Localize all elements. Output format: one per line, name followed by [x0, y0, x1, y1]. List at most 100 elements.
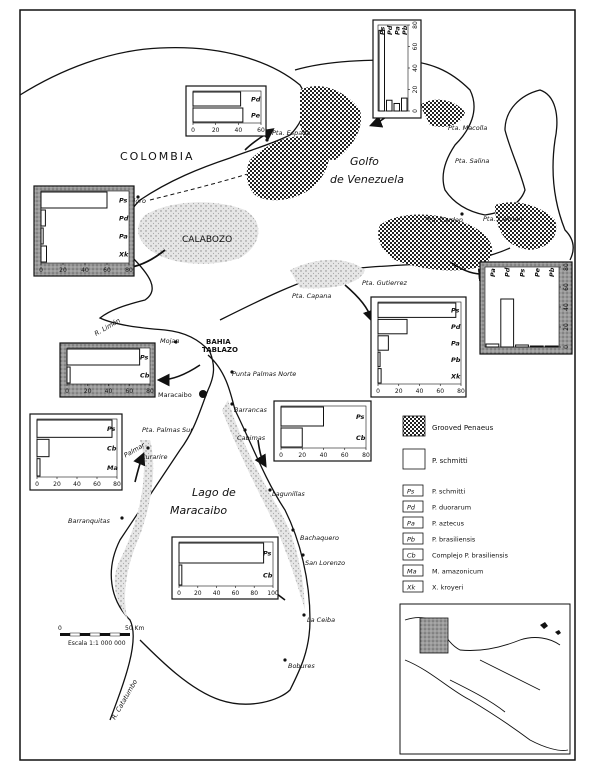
x-tick-label: 20	[212, 127, 220, 134]
legend-species-name: P. brasiliensis	[432, 536, 476, 544]
bar-Pd	[377, 318, 408, 335]
bar-Cb	[178, 564, 183, 586]
map-frame	[19, 9, 576, 761]
place-bobures: Bobures	[288, 662, 315, 670]
schmitti-area-lake-east	[222, 400, 305, 610]
x-tick-label: 60	[341, 452, 349, 459]
bar-Pd	[386, 99, 393, 112]
category-label: Pe	[251, 112, 261, 120]
category-label: Ps	[451, 307, 460, 315]
label-calabozo: CALABOZO	[182, 235, 232, 245]
legend-code: Pb	[407, 536, 415, 544]
category-label: Xk	[450, 372, 461, 380]
category-label: Cb	[107, 445, 117, 453]
place-san-lorenzo: San Lorenzo	[305, 559, 345, 567]
bar-Ma	[36, 458, 41, 477]
category-label: Ma	[107, 464, 118, 472]
grooved-area-caiman	[495, 202, 557, 250]
category-label: Pe	[533, 267, 541, 277]
arrow-palmas-sur	[133, 452, 146, 483]
category-label: Pa	[451, 340, 460, 348]
x-tick-label: 20	[194, 590, 202, 597]
label-tablazo: TABLAZO	[202, 346, 238, 354]
grooved-area-north	[420, 99, 465, 127]
place-dot	[243, 428, 247, 432]
category-label: Cb	[263, 572, 273, 580]
arrow-cabimas	[254, 439, 267, 468]
x-tick-label: 40	[235, 127, 243, 134]
place-pta-caiman: Pta. Caiman	[483, 215, 522, 223]
x-tick-label: 40	[105, 388, 113, 395]
x-tick-label: 40	[81, 267, 89, 274]
category-label: Pa	[489, 268, 497, 277]
x-tick-label: 60	[232, 590, 240, 597]
x-tick-label: 60	[412, 43, 419, 51]
bar-Pb	[401, 97, 408, 112]
legend-code-box	[402, 516, 424, 529]
place-dot	[174, 340, 178, 344]
label-maracaibo: Maracaibo	[170, 504, 227, 517]
legend-schmitti-label: P. schmitti	[432, 457, 468, 465]
legend-code-box	[402, 564, 424, 577]
x-tick-label: 80	[113, 481, 121, 488]
category-label: Pb	[548, 267, 556, 277]
legend-code-box	[402, 580, 424, 593]
place-dot	[230, 370, 234, 374]
place-dot	[120, 516, 124, 520]
legend-code-box	[402, 532, 424, 545]
legend-species-name: M. amazonicum	[432, 568, 483, 576]
x-tick-label: 0	[563, 345, 570, 349]
scale-fifty: 50 Km	[125, 625, 144, 632]
category-label: Ps	[119, 197, 128, 205]
bar-Ps	[178, 542, 265, 564]
place-lagunillas: Lagunillas	[272, 490, 305, 498]
x-tick-label: 60	[257, 127, 265, 134]
place-cabimas: Cabimas	[237, 434, 266, 442]
place-dot	[230, 402, 234, 406]
x-tick-label: 40	[320, 452, 328, 459]
bar-Xk	[40, 245, 47, 263]
scale-text: Escala 1:1 000 000	[68, 640, 126, 647]
category-label: Ps	[140, 354, 149, 362]
legend-schmitti-swatch	[402, 448, 426, 470]
bar-Cb	[36, 438, 50, 458]
scale-bar: 0 50 Km Escala 1:1 000 000	[58, 625, 144, 647]
inset-map	[399, 603, 571, 755]
legend-code: Ma	[407, 568, 417, 576]
label-bahia: BAHIA	[206, 338, 231, 346]
place-dot	[268, 488, 272, 492]
x-tick-label: 60	[563, 283, 570, 291]
place-dot	[283, 658, 287, 662]
category-label: Pd	[386, 25, 394, 35]
place-dot	[291, 528, 295, 532]
category-label: Pd	[504, 267, 512, 277]
legend-code: Pa	[407, 520, 415, 528]
category-label: Ps	[519, 268, 527, 277]
place-dot	[146, 446, 150, 450]
x-tick-label: 0	[65, 388, 69, 395]
x-tick-label: 60	[103, 267, 111, 274]
x-tick-label: 40	[213, 590, 221, 597]
arrow-capana	[344, 284, 376, 324]
x-tick-label: 40	[416, 388, 424, 395]
bar-Pa	[40, 227, 44, 245]
legend-code-box	[402, 500, 424, 513]
bar-Pa	[377, 335, 389, 351]
place-dot	[460, 212, 464, 216]
schmitti-area-lake-west	[114, 440, 154, 620]
category-label: Ps	[263, 550, 272, 558]
legend-species-name: X. kroyeri	[432, 584, 463, 592]
x-tick-label: 40	[563, 303, 570, 311]
arrow-espada	[244, 128, 275, 151]
category-label: Pa	[119, 233, 128, 241]
x-tick-label: 40	[73, 481, 81, 488]
legend-species-name: Complejo P. brasiliensis	[432, 552, 509, 560]
place-pta-espada: Pta. Espada	[272, 129, 310, 137]
label-venezuela: de Venezuela	[330, 173, 404, 186]
place-la-ceiba: La Ceiba	[307, 616, 335, 624]
arrow-tablazo	[156, 364, 201, 387]
